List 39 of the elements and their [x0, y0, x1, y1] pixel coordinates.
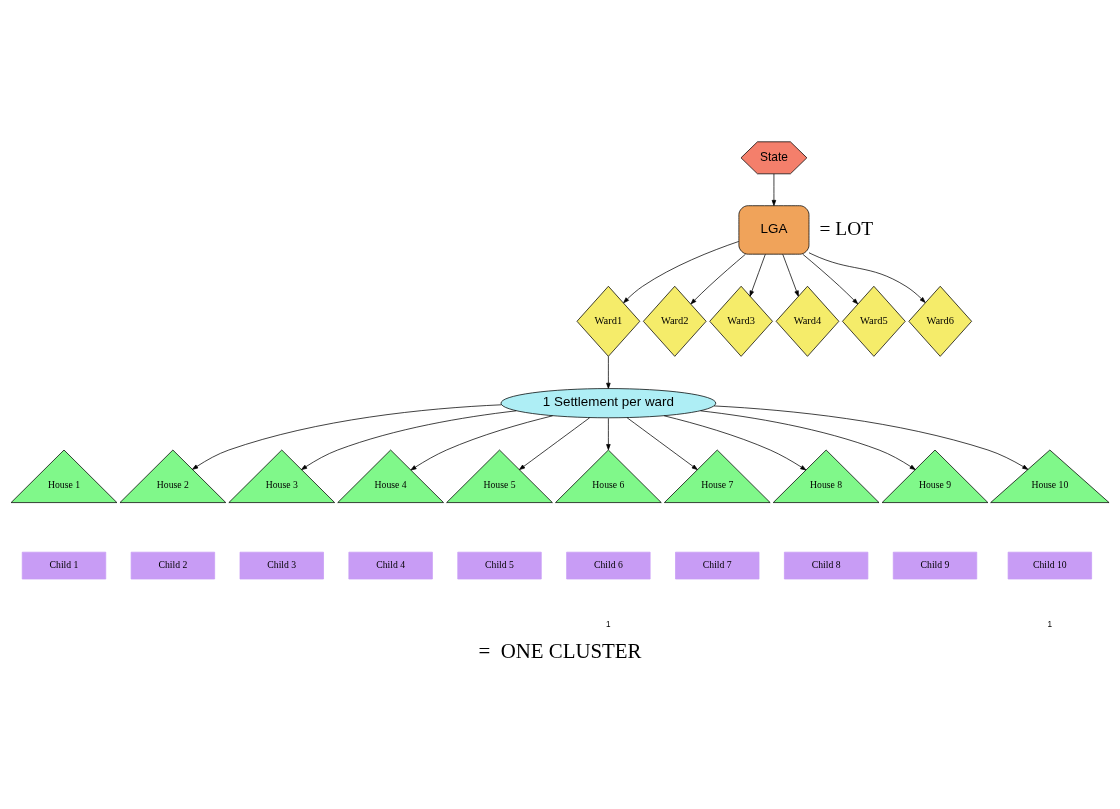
arrow — [301, 410, 517, 470]
node-box: Child 7 — [675, 551, 760, 580]
arrow — [606, 356, 611, 389]
arrow — [519, 417, 591, 470]
arrow — [808, 252, 926, 303]
caption: = ONE CLUSTER — [478, 638, 642, 663]
node-box: Child 9 — [892, 551, 978, 580]
node-ellipse: 1 Settlement per ward — [500, 388, 717, 419]
arrow — [192, 404, 502, 470]
node-diamond: Ward6 — [908, 285, 972, 357]
node-diamond: Ward3 — [709, 285, 773, 357]
node-box: Child 2 — [130, 551, 215, 580]
label: 1 — [606, 619, 611, 629]
node-diamond: Ward1 — [576, 285, 641, 357]
node-box: Child 10 — [1007, 551, 1092, 580]
node-label: = LOT — [819, 217, 873, 239]
node-box: Child 6 — [566, 551, 651, 580]
node-box: Child 4 — [348, 551, 433, 580]
node-box: LGA — [738, 205, 810, 255]
arrow — [606, 417, 611, 451]
arrow — [771, 173, 777, 206]
arrow — [782, 253, 799, 297]
arrow — [802, 253, 859, 305]
arrow — [749, 253, 766, 297]
arrow — [626, 417, 698, 470]
node-diamond: Ward2 — [643, 285, 707, 357]
node-box: Child 5 — [457, 551, 542, 580]
arrow — [410, 415, 553, 471]
node-box: Child 8 — [784, 551, 869, 580]
arrow — [690, 253, 746, 305]
label: 1 — [1047, 619, 1053, 629]
arrow — [713, 405, 1029, 470]
arrow — [623, 241, 740, 304]
arrow — [663, 415, 807, 471]
node-diamond: Ward5 — [842, 285, 906, 357]
node-box: Child 3 — [239, 551, 324, 580]
node-box: Child 1 — [21, 551, 107, 580]
node-diamond: Ward4 — [775, 285, 840, 357]
arrow — [700, 410, 916, 470]
